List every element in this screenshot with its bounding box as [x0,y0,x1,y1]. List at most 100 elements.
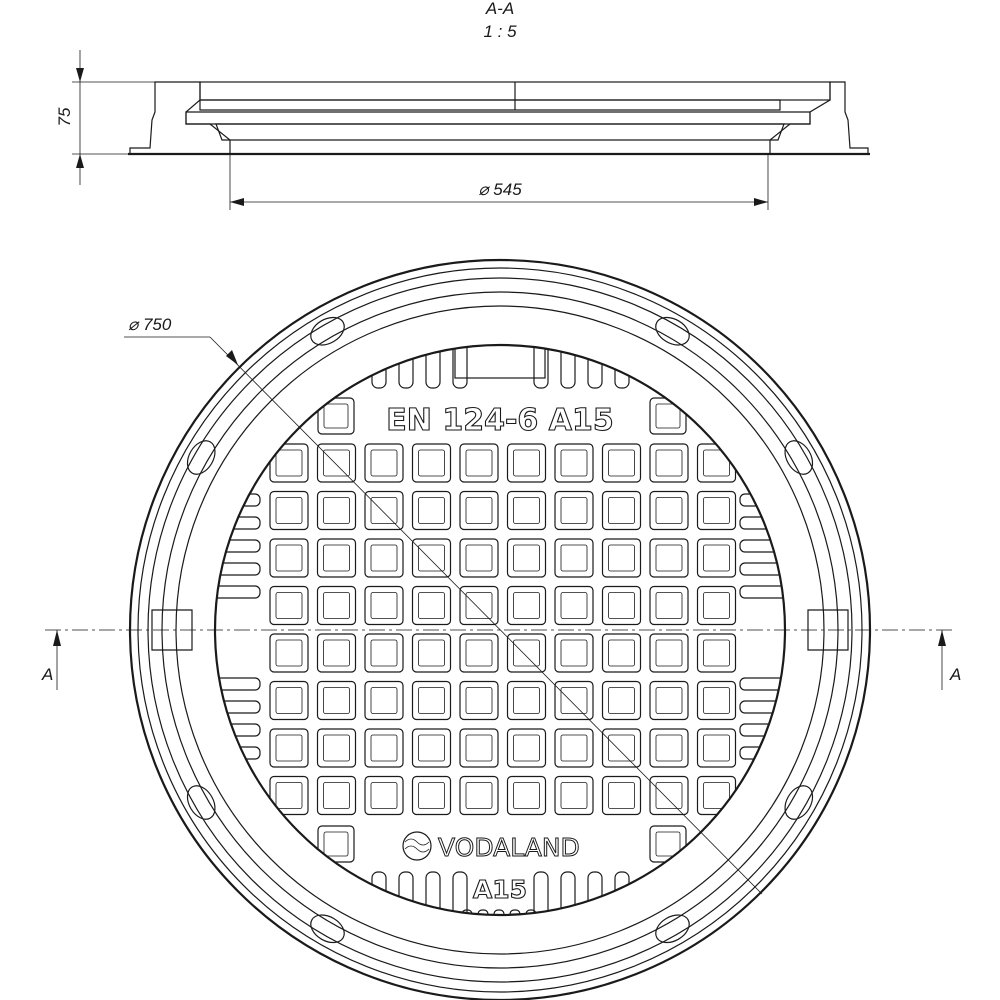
grid-cell-inner [513,544,540,572]
fin-bottom [371,871,387,915]
grid-cell-inner [275,544,303,572]
fin-bottom [614,871,630,915]
grid-cell [316,538,357,578]
corner-square [317,397,355,435]
grid-cell [649,585,689,626]
grid-cell [554,490,594,531]
grid-cell [364,490,404,531]
frame-lug [784,785,814,820]
grid-cell [554,538,594,578]
corner-square [317,825,355,863]
grid-cell [601,538,642,578]
grid-cell-inner [655,449,683,477]
grid-cell [696,585,737,626]
grid-cell-inner [465,639,493,667]
fin-bottom [533,871,549,915]
grid-cell-inner [655,544,683,572]
grid-cell [316,443,357,483]
grid-cell-inner [275,639,303,667]
grid-cell [411,538,452,578]
fin-top [398,345,414,389]
grid-cell-inner [465,449,493,477]
grid-cell [696,633,737,673]
grid-cell-inner [418,639,445,667]
grid-cell-inner [560,592,588,619]
grid-cell [649,680,689,721]
grid-cell-inner [275,687,303,714]
grid-cell-inner [418,592,445,619]
grid-cell-inner [465,497,493,524]
grid-cell-inner [703,449,730,477]
grid-cell [411,490,452,531]
grid-cell-inner [608,687,635,714]
grid-cell [459,443,499,483]
grid-cell-inner [370,497,398,524]
grid-cell [269,538,309,578]
grid-cell [649,538,689,578]
grid-cell [506,680,547,721]
frame-lug [310,316,345,346]
section-mark-left: A [41,665,53,684]
grid-cell [554,443,594,483]
grid-cell [601,633,642,673]
fin-top [587,345,603,389]
grid-cell-inner [513,639,540,667]
grid-cell [269,585,309,626]
fin-left [215,677,261,691]
grid-cell [506,443,547,483]
frame-lug [186,440,216,475]
top-rib-block [454,345,546,379]
fin-right [739,539,785,553]
grid-cell [411,585,452,626]
fin-left [215,493,261,507]
grid-cell-inner [703,639,730,667]
grid-cell [411,775,452,816]
grid-cell [554,728,594,768]
section-scale: 1 : 5 [483,22,517,41]
grid-cell [411,443,452,483]
section-title: A-A [485,0,514,18]
grid-cell-inner [418,734,445,762]
grid-cell [364,443,404,483]
fin-right [739,493,785,507]
grid-cell-inner [513,687,540,714]
grid-cell-inner [323,734,350,762]
grid-cell-inner [608,782,635,809]
grid-cell [459,633,499,673]
grid-cell-inner [418,544,445,572]
grid-cell-inner [608,639,635,667]
frame-lug [655,316,690,346]
diameter-leader [209,336,763,895]
fin-bottom [425,871,441,915]
grid-cell-inner [513,592,540,619]
grid-cell-inner [323,687,350,714]
grid-cell-inner [275,592,303,619]
grid-cell [459,680,499,721]
grid-cell [316,490,357,531]
frame-lugs [186,316,814,944]
section-view: A-A 1 : 5 75 ⌀ 545 [55,0,870,210]
grid-cell-inner [513,734,540,762]
grid-cell [506,728,547,768]
grid-cell [696,728,737,768]
grid-cell-inner [703,497,730,524]
grid-cell-inner [560,449,588,477]
grid-cell-inner [275,782,303,809]
grid-cell-inner [370,639,398,667]
fin-left [215,700,261,714]
grid-cell-inner [370,592,398,619]
grid-cell [364,775,404,816]
grid-cell-inner [418,497,445,524]
grid-cell-inner [513,449,540,477]
fin-top [371,345,387,389]
grid-cell [649,775,689,816]
grid-cell [459,585,499,626]
grid-cell-inner [275,734,303,762]
grid-cell [269,680,309,721]
grid-cell-inner [655,734,683,762]
grid-cell-inner [323,592,350,619]
grid-cell [696,490,737,531]
section-mark-right: A [949,665,961,684]
corner-square-inner [323,831,349,857]
grid-cell-inner [703,782,730,809]
